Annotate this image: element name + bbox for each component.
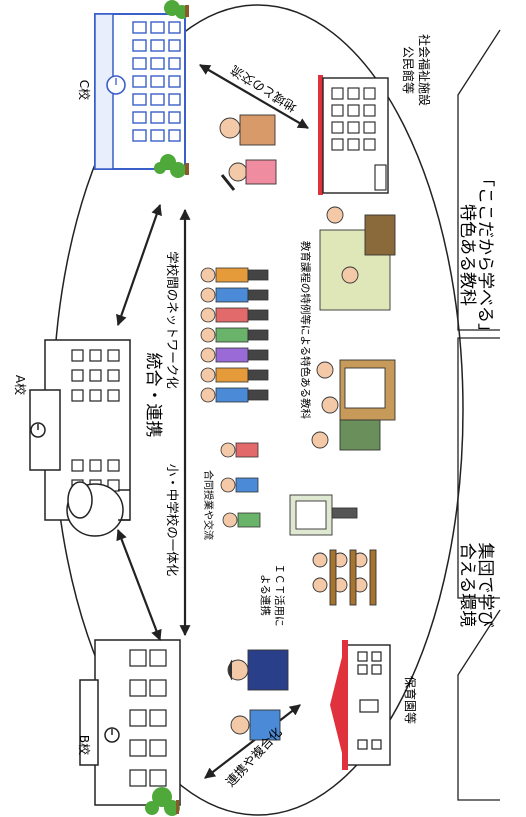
- arrow-b-nursery: [204, 704, 301, 779]
- c-school-label: C校: [77, 80, 92, 100]
- joint-class-illustration: [220, 442, 261, 528]
- welfare-building: [318, 75, 389, 195]
- welfare-label-line1: 社会福祉施設: [417, 34, 432, 106]
- arrow-community: [199, 64, 309, 129]
- unique-subject-line1: 「ここだから学べる」: [475, 170, 495, 340]
- c-school-building: [94, 0, 189, 178]
- students-group-illustration: [200, 267, 269, 403]
- center-integration: 小・中学校の一体化: [165, 464, 180, 577]
- nursery-building: [330, 640, 391, 770]
- a-school-label: A校: [13, 375, 28, 395]
- welfare-label-line2: 公民館等: [401, 46, 416, 94]
- group-learning-line2: 合える環境: [457, 543, 477, 628]
- curriculum-label: 教育課程の特例等による特色ある教科: [299, 241, 312, 420]
- center-main-label: 統合・連携: [143, 353, 163, 438]
- b-school-label: B校: [77, 735, 92, 755]
- connection-arrows: [116, 64, 309, 779]
- ict-label-line1: ＩＣＴ活用に: [273, 564, 285, 627]
- group-learning-line1: 集団で学び: [475, 543, 495, 628]
- b-school-building: [79, 639, 181, 806]
- nursery-children-illustration: [227, 649, 289, 741]
- community-illustration: [219, 114, 277, 191]
- unique-subject-line2: 特色ある教科: [457, 204, 477, 306]
- joint-class-label: 合同授業や交流: [202, 470, 215, 540]
- community-label: 地域との交流: [227, 62, 299, 115]
- ict-label-line2: よる連携: [259, 574, 272, 616]
- ict-classroom-illustration: [289, 494, 377, 606]
- arrow-a-b: [116, 528, 162, 642]
- curriculum-illustration: [311, 206, 396, 451]
- arrow-c-a: [116, 203, 162, 327]
- center-network: 学校間のネットワーク化: [165, 251, 180, 389]
- a-school-building: [29, 339, 131, 537]
- right-panels: [457, 29, 501, 801]
- nursery-label: 保育園等: [403, 676, 418, 724]
